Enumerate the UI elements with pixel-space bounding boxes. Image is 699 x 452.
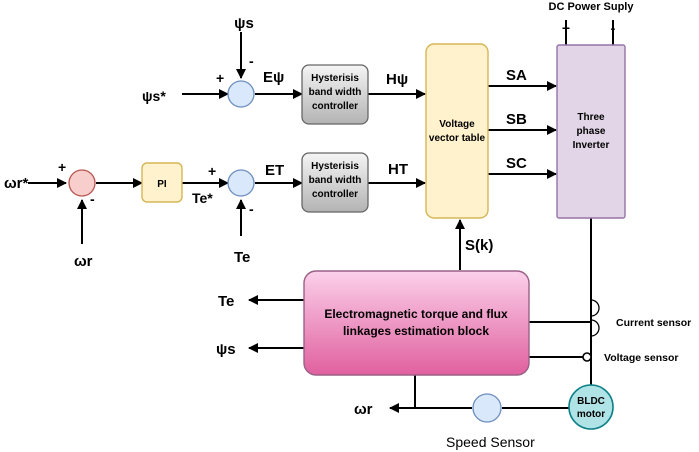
torque-hysteresis-label-3: controller — [312, 189, 358, 200]
s-b-label: SB — [506, 111, 527, 128]
e-psi-label: Eψ — [263, 69, 284, 86]
voltage-sensor-node — [582, 352, 592, 362]
psi-s-ref-label: ψs* — [142, 88, 166, 104]
dc-supply-plus: + — [562, 20, 570, 36]
dc-supply-minus: - — [611, 20, 616, 36]
three-phase-inverter — [556, 44, 626, 219]
vvt-label-2: vector table — [429, 133, 486, 144]
h-psi-label: Hψ — [386, 71, 408, 88]
vvt-label-1: Voltage — [439, 119, 475, 130]
torque-hysteresis-label-1: Hysterisis — [311, 161, 359, 172]
te-feedback-label: Te — [234, 249, 250, 266]
te-ref-label: Te* — [192, 190, 213, 206]
e-t-label: ET — [265, 162, 284, 179]
flux-summing-junction — [227, 80, 255, 108]
current-sensor-symbol — [590, 299, 600, 337]
speed-summing-junction — [68, 169, 96, 197]
estimator-label-2: linkages estimation block — [343, 324, 489, 338]
speed-sum-plus-sign: + — [58, 159, 66, 175]
h-t-label: HT — [388, 161, 408, 178]
psi-s-feedback-label: ψs — [234, 15, 254, 32]
wr-feedback-label: ωr — [74, 253, 93, 270]
speed-sum-minus-sign: - — [90, 191, 95, 207]
te-output-label: Te — [218, 293, 234, 310]
motor-label-1: BLDC — [577, 396, 605, 407]
torque-sum-plus-sign: + — [208, 163, 216, 179]
voltage-vector-table — [425, 43, 489, 219]
torque-hysteresis-label-2: band width — [309, 175, 362, 186]
voltage-sensor-label: Voltage sensor — [604, 352, 679, 364]
torque-hysteresis-controller — [301, 152, 369, 213]
torque-sum-minus-sign: - — [249, 201, 254, 217]
estimation-block — [303, 270, 530, 376]
estimator-label-1: Electromagnetic torque and flux — [324, 307, 508, 321]
s-a-label: SA — [506, 67, 527, 84]
s-c-label: SC — [506, 155, 527, 172]
inverter-label-3: Inverter — [573, 140, 610, 151]
torque-summing-junction — [227, 169, 255, 197]
speed-sensor-label: Speed Sensor — [446, 434, 535, 450]
pi-label: PI — [157, 179, 167, 190]
inverter-label-1: Three — [577, 112, 605, 123]
wr-ref-label: ωr* — [4, 175, 29, 192]
motor-label-2: motor — [577, 409, 605, 420]
flux-hysteresis-controller — [301, 64, 369, 125]
dc-supply-title: DC Power Suply — [549, 1, 635, 13]
speed-sensor — [472, 393, 502, 423]
connection-lines — [28, 20, 614, 413]
pi-controller — [141, 162, 183, 203]
flux-hysteresis-label-2: band width — [309, 87, 362, 98]
flux-hysteresis-label-3: controller — [312, 101, 358, 112]
s-k-label: S(k) — [465, 237, 493, 254]
current-sensor-label: Current sensor — [616, 317, 691, 329]
flux-hysteresis-label-1: Hysterisis — [311, 73, 359, 84]
bldc-motor — [568, 384, 614, 430]
flux-sum-plus-sign: + — [216, 70, 224, 86]
psi-s-output-label: ψs — [216, 341, 236, 358]
flux-sum-minus-sign: - — [249, 53, 254, 69]
inverter-label-2: phase — [577, 126, 606, 137]
wr-output-label: ωr — [354, 401, 373, 418]
